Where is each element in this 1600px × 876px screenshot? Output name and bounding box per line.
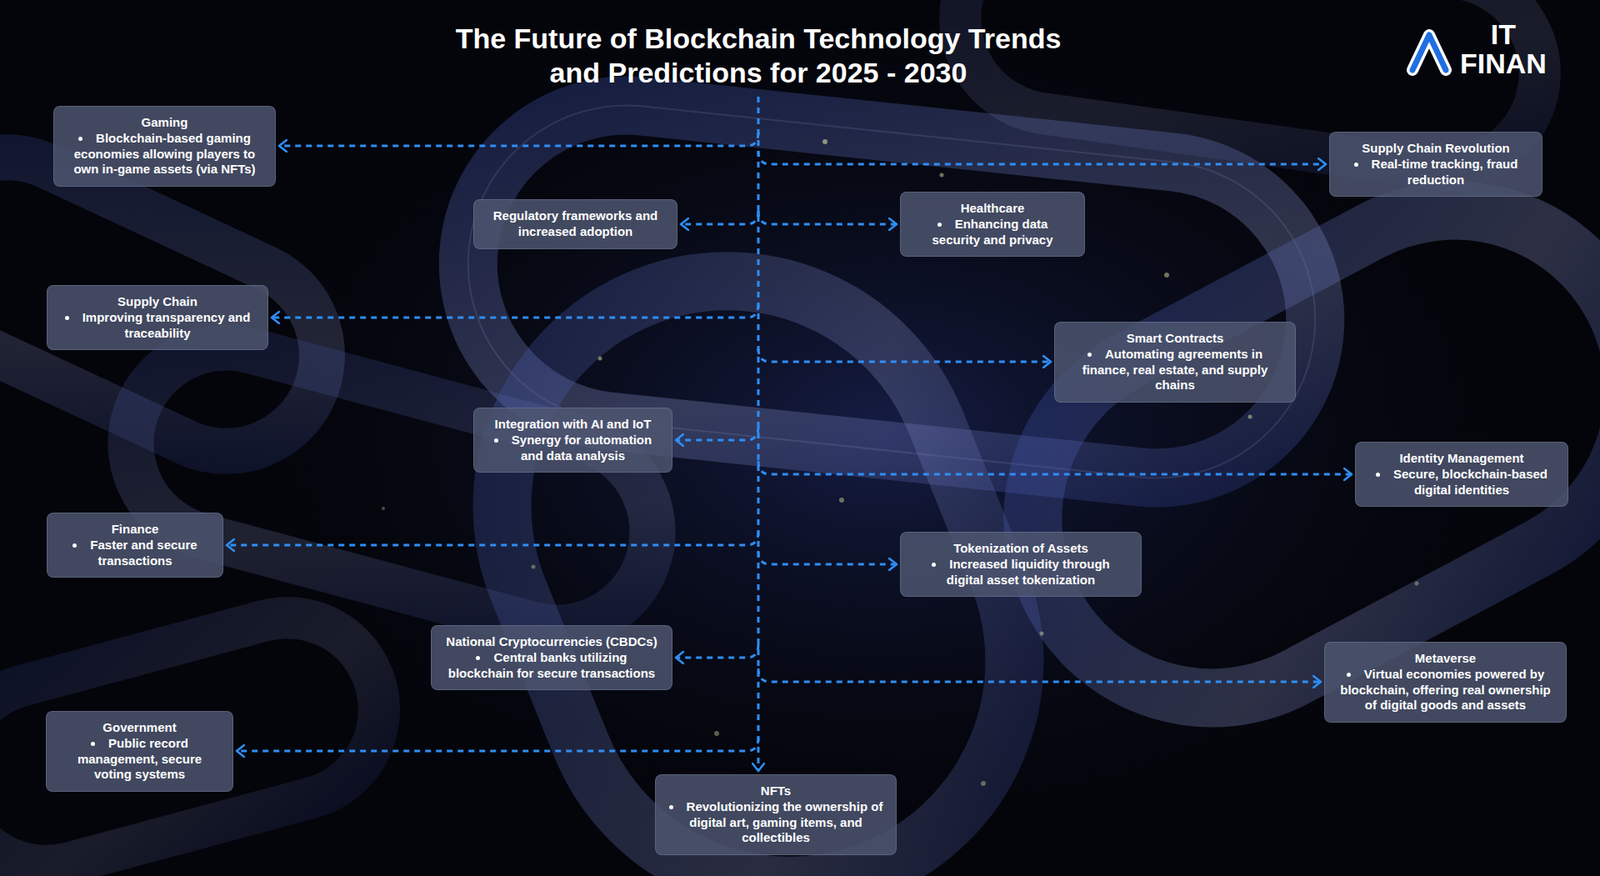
bullet-text: Real-time tracking, fraud reduction <box>1341 156 1530 189</box>
trend-box: Supply Chain RevolutionReal-time trackin… <box>1329 131 1543 197</box>
box-heading: Supply Chain Revolution <box>1341 140 1530 157</box>
bullet-list: Virtual economies powered by blockchain,… <box>1336 666 1555 714</box>
branch-arrow <box>279 132 759 146</box>
box-heading: Smart Contracts <box>1066 330 1284 347</box>
diagram-title: The Future of Blockchain Technology Tren… <box>450 21 1067 91</box>
bullet-list: Secure, blockchain-based digital identit… <box>1367 466 1556 499</box>
branch-arrow <box>675 426 759 440</box>
bullet-text: Improving transparency and traceability <box>59 310 256 342</box>
trend-box: GovernmentPublic record management, secu… <box>45 710 234 792</box>
bullet-text: Automating agreements in finance, real e… <box>1066 346 1284 394</box>
particle-dot <box>1164 272 1170 278</box>
bullet-list: Faster and secure transactions <box>59 537 211 570</box>
box-heading: Government <box>58 720 221 736</box>
branch-arrow <box>758 460 1352 475</box>
box-heading: Gaming <box>65 115 264 131</box>
branch-arrow <box>758 150 1326 165</box>
chain-link <box>0 596 400 876</box>
bullet-list: Automating agreements in finance, real e… <box>1066 346 1284 394</box>
trend-box: GamingBlockchain-based gaming economies … <box>53 105 276 187</box>
branch-arrow <box>758 668 1321 682</box>
bullet-text: Virtual economies powered by blockchain,… <box>1336 666 1555 714</box>
bullet-list: Public record management, secure voting … <box>58 735 221 783</box>
trend-box: Integration with AI and IoTSynergy for a… <box>473 407 673 473</box>
particle-dot <box>1415 581 1420 586</box>
trend-box: NFTsRevolutionizing the ownership of dig… <box>655 774 897 855</box>
bullet-list: Improving transparency and traceability <box>59 310 256 342</box>
bullet-list: Enhancing data security and privacy <box>912 216 1073 249</box>
particle-dot <box>598 356 603 361</box>
bullet-text: Synergy for automation and data analysis <box>485 432 660 465</box>
bullet-text: Faster and secure transactions <box>59 537 211 570</box>
particle-dot <box>714 730 720 736</box>
bullet-text: Public record management, secure voting … <box>58 735 221 783</box>
box-heading: Supply Chain <box>59 294 256 310</box>
trend-box: FinanceFaster and secure transactions <box>46 512 224 578</box>
bullet-text: Secure, blockchain-based digital identit… <box>1367 466 1556 499</box>
trend-box: Supply ChainImproving transparency and t… <box>46 285 269 350</box>
particle-dot <box>1248 415 1253 420</box>
box-heading: Tokenization of Assets <box>912 540 1130 557</box>
trend-box: MetaverseVirtual economies powered by bl… <box>1324 641 1567 723</box>
trend-box: Regulatory frameworks and increased adop… <box>473 199 678 250</box>
trend-box: Smart ContractsAutomating agreements in … <box>1054 321 1296 403</box>
box-heading: Finance <box>59 521 211 538</box>
background-glow <box>200 0 1567 867</box>
branch-arrow <box>758 550 897 565</box>
bullet-text: Revolutionizing the ownership of digital… <box>667 799 885 846</box>
branch-arrow <box>236 737 759 751</box>
trend-box: HealthcareEnhancing data security and pr… <box>900 191 1085 257</box>
particle-dot <box>822 139 828 145</box>
bullet-list: Real-time tracking, fraud reduction <box>1341 156 1530 189</box>
bullet-list: Blockchain-based gaming economies allowi… <box>65 130 264 178</box>
branch-arrow <box>271 304 759 318</box>
bullet-text: Central banks utilizing blockchain for s… <box>443 650 660 682</box>
bullet-text: Enhancing data security and privacy <box>912 216 1073 249</box>
trend-box: National Cryptocurrencies (CBDCs)Central… <box>430 625 673 690</box>
bullet-list: Increased liquidity through digital asse… <box>912 556 1130 589</box>
branch-arrow <box>758 348 1051 362</box>
bullet-text: Blockchain-based gaming economies allowi… <box>65 130 264 178</box>
particle-dot <box>1040 631 1045 636</box>
particle-dot <box>980 780 986 786</box>
particle-dot <box>839 497 845 503</box>
branch-arrow <box>680 210 759 225</box>
trend-box: Tokenization of AssetsIncreased liquidit… <box>900 531 1142 597</box>
box-heading: National Cryptocurrencies (CBDCs) <box>443 634 660 650</box>
particle-dot <box>940 173 945 178</box>
bullet-list: Synergy for automation and data analysis <box>485 432 660 465</box>
logo-icon <box>1412 35 1446 70</box>
box-heading: NFTs <box>667 783 885 800</box>
box-heading: Integration with AI and IoT <box>485 416 660 433</box>
chain-link <box>109 325 675 650</box>
particle-dot <box>531 565 536 570</box>
bullet-text: Increased liquidity through digital asse… <box>912 556 1130 589</box>
bullet-list: Central banks utilizing blockchain for s… <box>443 650 660 682</box>
trend-box: Identity ManagementSecure, blockchain-ba… <box>1355 441 1569 507</box>
bullet-list: Revolutionizing the ownership of digital… <box>667 799 885 846</box>
branch-arrow <box>758 210 897 225</box>
box-text: Regulatory frameworks and increased adop… <box>485 208 665 240</box>
box-heading: Healthcare <box>912 200 1073 217</box>
branch-arrow <box>226 531 759 545</box>
logo-text: IT FINAN <box>1460 20 1547 78</box>
particle-dot <box>381 506 385 510</box>
branch-arrow <box>675 644 759 658</box>
box-heading: Identity Management <box>1367 450 1556 467</box>
logo-icon <box>1412 35 1446 70</box>
box-heading: Metaverse <box>1336 650 1555 667</box>
